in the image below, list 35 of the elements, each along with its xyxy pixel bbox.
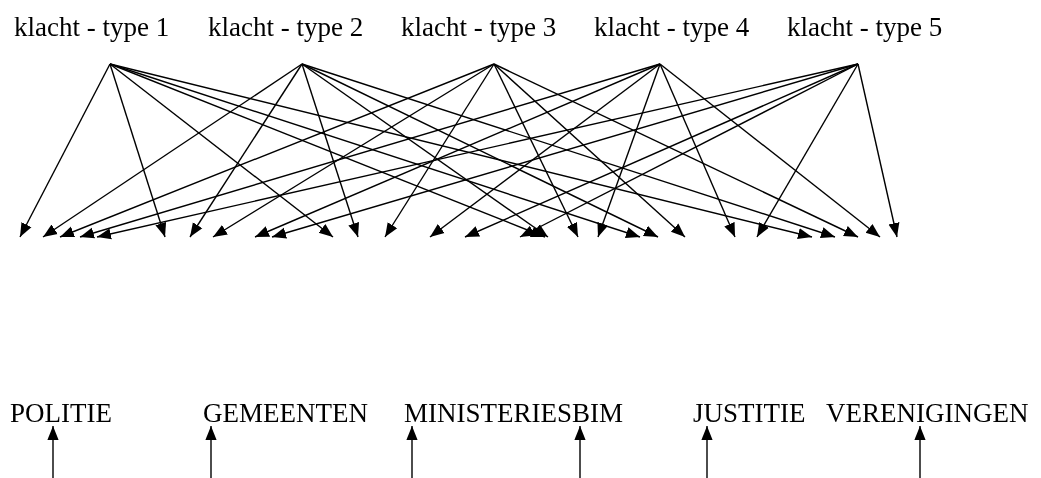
arrow — [429, 63, 661, 238]
node-label: klacht - type 5 — [787, 13, 943, 41]
arrow — [756, 63, 859, 238]
arrow — [857, 63, 900, 238]
arrow — [574, 425, 586, 478]
node-label: JUSTITIE — [693, 399, 806, 427]
arrow — [597, 63, 661, 238]
arrow — [384, 63, 495, 238]
arrow — [406, 425, 418, 478]
node-label: BIM — [572, 399, 623, 427]
arrow — [47, 425, 59, 478]
node-label: MINISTERIES — [404, 399, 572, 427]
node-label: POLITIE — [10, 399, 112, 427]
arrow — [212, 63, 495, 238]
node-label: klacht - type 2 — [208, 13, 364, 41]
arrow — [659, 63, 881, 238]
node-label: GEMEENTEN — [203, 399, 368, 427]
arrow — [493, 63, 686, 238]
arrow — [42, 63, 303, 238]
arrow — [109, 63, 334, 238]
arrow — [189, 63, 303, 238]
arrow — [301, 63, 359, 238]
arrow — [701, 425, 713, 478]
node-label: VERENIGINGEN — [826, 399, 1029, 427]
node-label: klacht - type 1 — [14, 13, 170, 41]
arrow — [914, 425, 926, 478]
arrow — [493, 63, 579, 238]
node-label: klacht - type 3 — [401, 13, 557, 41]
arrow — [19, 63, 111, 238]
arrow — [659, 63, 736, 238]
arrow — [109, 63, 167, 238]
arrow — [205, 425, 217, 478]
node-label: klacht - type 4 — [594, 13, 750, 41]
arrow — [301, 63, 549, 238]
arrow — [59, 63, 495, 238]
